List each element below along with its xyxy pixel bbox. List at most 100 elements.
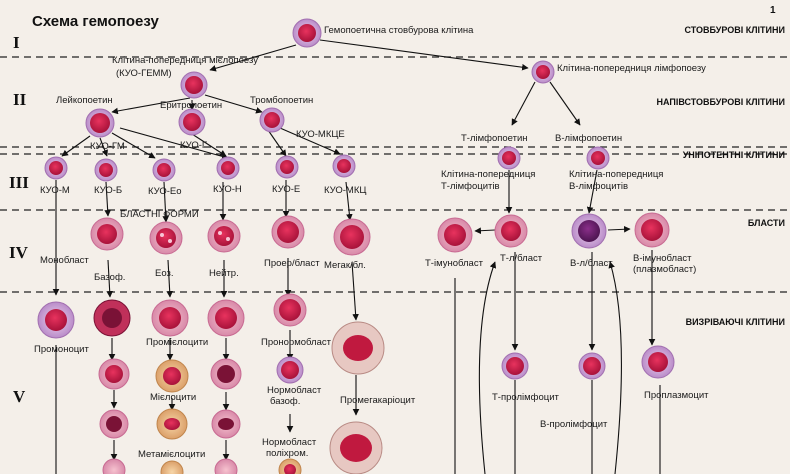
label-kuo-m: КУО-М: [40, 185, 70, 196]
cell-kuo-gm: [85, 108, 115, 138]
label-b-immunoblast-2: (плазмобласт): [633, 264, 696, 275]
cell-megakaryoblast: [333, 218, 371, 256]
page-number: 1: [770, 5, 776, 16]
label-metamyelocytes: Метамієлоцити: [138, 449, 205, 460]
stage-V: V: [13, 387, 26, 406]
label-b-immunoblast-1: В-імунобласт: [633, 253, 692, 264]
lineage-arrows: [52, 39, 661, 474]
label-kuo-gm: КУО-ГМ: [90, 141, 125, 152]
label-t-precursor-1: Клітина-попередниця: [441, 169, 535, 180]
section-blasts: БЛАСТИ: [748, 218, 785, 228]
cell-normoblast-polychromatic: [278, 458, 302, 474]
cell-myeloid-progenitor: [180, 71, 208, 99]
label-megakaryoblast: Мегак/бл.: [324, 260, 366, 271]
cell-promonocyte: [37, 301, 75, 339]
label-proplasmocyte: Проплазмоцит: [644, 390, 709, 401]
section-maturing: ВИЗРІВАЮЧІ КЛІТИНИ: [686, 317, 785, 327]
cell-kuo-b: [94, 158, 118, 182]
label-promonocyte: Промоноцит: [34, 344, 89, 355]
cell-b-immunoblast: [634, 212, 670, 248]
cell-kuo-g: [178, 108, 206, 136]
label-myeloid-progenitor-1: Клітина-попередниця мієлопоезу: [112, 55, 258, 66]
label-t-prolymphocyte: Т-пролімфоцит: [492, 392, 560, 403]
label-t-lymphoblast: Т-л/бласт: [500, 253, 543, 264]
cell-kuo-mkc: [332, 154, 356, 178]
cell-kuo-e: [275, 155, 299, 179]
cell-basophil-myelocyte: [98, 358, 130, 390]
cell-pronormoblast: [273, 293, 307, 327]
cell-basophil-metamyelocyte: [99, 409, 129, 439]
cell-neutrophil-promyelocyte: [207, 299, 245, 337]
label-b-lymphoblast: В-л/бласт: [570, 258, 613, 269]
cell-b-prolymphocyte: [578, 352, 606, 380]
cell-b-precursor: [586, 146, 610, 170]
label-erythropoietin: Еритропоетин: [160, 100, 222, 111]
label-kuo-e: КУО-Е: [272, 184, 300, 195]
label-kuo-g: КУО-Г: [180, 140, 207, 151]
cell-eosinophil-promyelocyte: [151, 299, 189, 337]
label-myelocytes: Мієлоцити: [150, 392, 196, 403]
label-promegakaryocyte: Промегакаріоцит: [340, 395, 416, 406]
label-kuo-mkc: КУО-МКЦ: [324, 185, 366, 196]
cell-eosinophil-myelocyte: [155, 359, 189, 393]
cell-kuo-eo: [152, 158, 176, 182]
label-eosinophil: Еоз.: [155, 268, 174, 279]
stage-I: I: [13, 33, 20, 52]
label-kuo-n: КУО-Н: [213, 184, 242, 195]
label-normoblast-poly-1: Нормобласт: [262, 437, 317, 448]
cell-proerythroblast: [271, 215, 305, 249]
label-thrombopoietin: Тромбопоетин: [250, 95, 313, 106]
cell-neutrophil-metamyelocyte: [211, 409, 241, 439]
cell-t-immunoblast: [437, 217, 473, 253]
label-t-immunoblast: Т-імунобласт: [425, 258, 484, 269]
cell-basophil-bottom: [102, 458, 126, 474]
label-proerythroblast: Проер/бласт: [264, 258, 320, 269]
label-t-lymphopoietin: Т-лімфопоетин: [461, 133, 528, 144]
cell-t-prolymphocyte: [501, 352, 529, 380]
label-b-precursor-2: В-лімфоцитів: [569, 181, 628, 192]
cell-lymphoid-progenitor: [531, 60, 555, 84]
cell-megakaryocyte: [329, 421, 383, 474]
stage-III: III: [9, 173, 29, 192]
page-title: Схема гемопоезу: [32, 13, 159, 30]
label-monoblast: Монобласт: [40, 255, 89, 266]
label-myeloid-progenitor-2: (КУО-ГЕММ): [116, 68, 172, 79]
label-neutrophil: Нейтр.: [209, 268, 239, 279]
label-kuo-eo: КУО-Ео: [148, 186, 182, 197]
cell-b-lymphoblast: [571, 213, 607, 249]
label-b-lymphopoietin: В-лімфопоетин: [555, 133, 622, 144]
cell-neutrophil-myelocyte: [210, 358, 242, 390]
cell-basophil-promyelocyte: [93, 299, 131, 337]
cell-kuo-mkce: [259, 107, 285, 133]
label-normoblast-poly-2: поліхром.: [266, 448, 308, 459]
cell-neutrophil-blast: [207, 219, 241, 253]
label-b-precursor-1: Клітина-попередниця: [569, 169, 663, 180]
cell-t-precursor: [497, 146, 521, 170]
cell-eosinophil-bottom: [160, 460, 184, 474]
label-hsc: Гемопоетична стовбурова клітина: [324, 25, 474, 36]
cell-t-lymphoblast: [494, 214, 528, 248]
section-stem: СТОВБУРОВІ КЛІТИНИ: [684, 25, 785, 35]
label-kuo-b: КУО-Б: [94, 185, 122, 196]
label-normoblast-baso-2: базоф.: [270, 396, 300, 407]
label-normoblast-baso-1: Нормобласт: [267, 385, 322, 396]
label-lymphoid-progenitor: Клітина-попередниця лімфопоезу: [557, 63, 706, 74]
label-t-precursor-2: Т-лімфоцитів: [441, 181, 500, 192]
cell-proplasmocyte: [641, 345, 675, 379]
label-kuo-mkce: КУО-МКЦЕ: [296, 129, 345, 140]
label-pronormoblast: Пронормобласт: [261, 337, 332, 348]
stage-II: II: [13, 90, 27, 109]
cell-neutrophil-bottom: [214, 458, 238, 474]
cell-eosinophil-blast: [149, 221, 183, 255]
label-promyelocytes: Промієлоцити: [146, 337, 208, 348]
cell-eosinophil-metamyelocyte: [156, 408, 188, 440]
cell-normoblast-basophilic: [276, 356, 304, 384]
label-blast-forms: БЛАСТНІ ФОРМИ: [120, 209, 199, 220]
section-semistem: НАПІВСТОВБУРОВІ КЛІТИНИ: [656, 97, 785, 107]
cell-kuo-n: [216, 156, 240, 180]
label-b-prolymphocyte: В-пролімфоцит: [540, 419, 608, 430]
label-leukopoietin: Лейкопоетин: [56, 95, 113, 106]
stage-IV: IV: [9, 243, 29, 262]
